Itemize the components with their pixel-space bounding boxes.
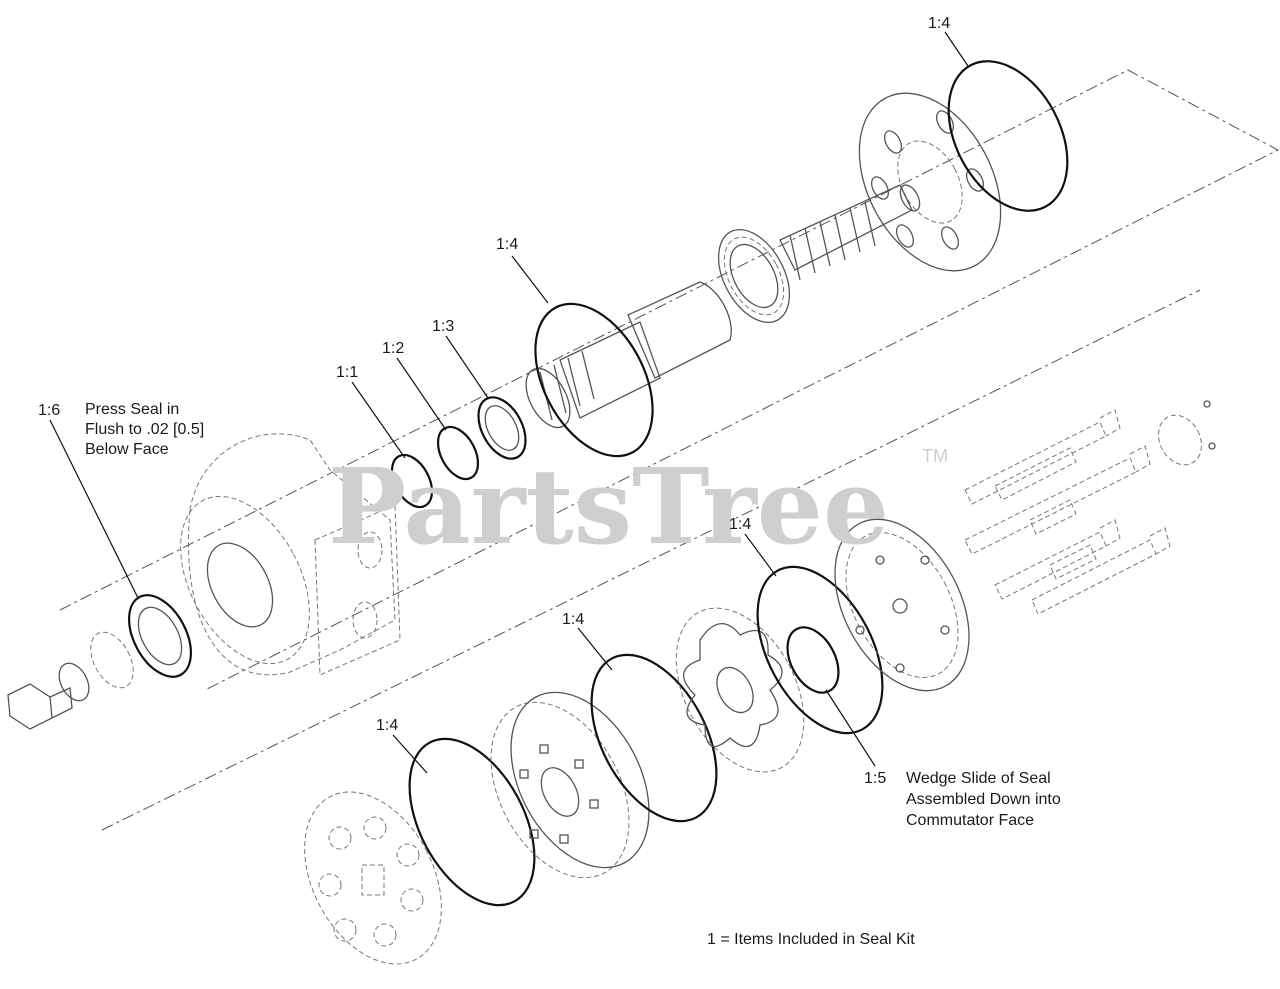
- shaft-o-ring: [534, 302, 654, 458]
- leader-1-4-valve-plate: [392, 734, 428, 774]
- leader-1-4-rotor: [744, 533, 777, 577]
- leader-1-2: [396, 357, 447, 431]
- commutator-manifold: [490, 691, 650, 879]
- thrust-bearing: [717, 229, 791, 323]
- note-wedge-slide-line-1: Wedge Slide of Seal: [906, 770, 1051, 787]
- leader-1-4-shaft: [511, 255, 549, 304]
- callout-1-1: 1:1: [336, 364, 358, 381]
- front-seal-1-6: [128, 594, 192, 678]
- commutator-seal-1-5: [786, 626, 840, 694]
- note-wedge-slide-line-2: Assembled Down into: [906, 791, 1061, 808]
- front-seal-1-6-inner: [137, 606, 183, 666]
- cover-plug: [1158, 400, 1216, 466]
- upper-assembly-boundary: [59, 69, 1280, 691]
- leader-1-1: [351, 381, 406, 459]
- front-washer: [90, 631, 134, 689]
- seal-1-3: [477, 396, 527, 460]
- callout-1-4-rotor: 1:4: [729, 516, 751, 533]
- note-press-seal-line-3: Below Face: [85, 441, 169, 458]
- manifold-o-ring: [590, 653, 718, 823]
- leader-1-5: [825, 689, 876, 767]
- leader-1-3: [445, 335, 489, 399]
- parts-tree-watermark: PartsTree: [328, 445, 889, 568]
- end-cap-o-ring: [947, 60, 1069, 212]
- note-wedge-slide-line-3: Commutator Face: [906, 812, 1034, 829]
- valve-plate: [304, 791, 442, 965]
- note-press-seal-line-1: Press Seal in: [85, 401, 179, 418]
- seal-kit-legend: 1 = Items Included in Seal Kit: [707, 931, 915, 948]
- cap-screws: [964, 409, 1171, 615]
- rear-end-cap: [858, 92, 1002, 272]
- rotor-o-ring: [756, 565, 884, 735]
- leader-1-6: [49, 419, 139, 599]
- output-shaft: [525, 281, 732, 429]
- callout-1-3: 1:3: [432, 318, 454, 335]
- callout-1-4-end-cap: 1:4: [928, 15, 950, 32]
- callout-1-5: 1:5: [864, 770, 886, 787]
- seal-1-1: [390, 453, 434, 509]
- front-nut: [58, 662, 90, 702]
- leader-1-4-manifold: [577, 627, 613, 671]
- leader-1-4-end-cap: [944, 31, 969, 67]
- note-press-seal-line-2: Flush to .02 [0.5]: [85, 421, 204, 438]
- valve-plate-o-ring: [408, 737, 536, 907]
- watermark-trademark: TM: [922, 446, 948, 466]
- callout-1-4-valve-plate: 1:4: [376, 717, 398, 734]
- seal-1-3-inner: [484, 405, 520, 451]
- motor-housing: [180, 433, 401, 676]
- front-bolt: [7, 683, 73, 730]
- callout-1-2: 1:2: [382, 340, 404, 357]
- end-cover: [834, 518, 970, 692]
- callout-1-6: 1:6: [38, 402, 60, 419]
- lower-assembly-boundary: [101, 289, 1201, 831]
- rotor-set: [675, 607, 805, 773]
- callout-1-4-shaft: 1:4: [496, 236, 518, 253]
- callout-1-4-manifold: 1:4: [562, 611, 584, 628]
- drive-shaft: [779, 184, 921, 281]
